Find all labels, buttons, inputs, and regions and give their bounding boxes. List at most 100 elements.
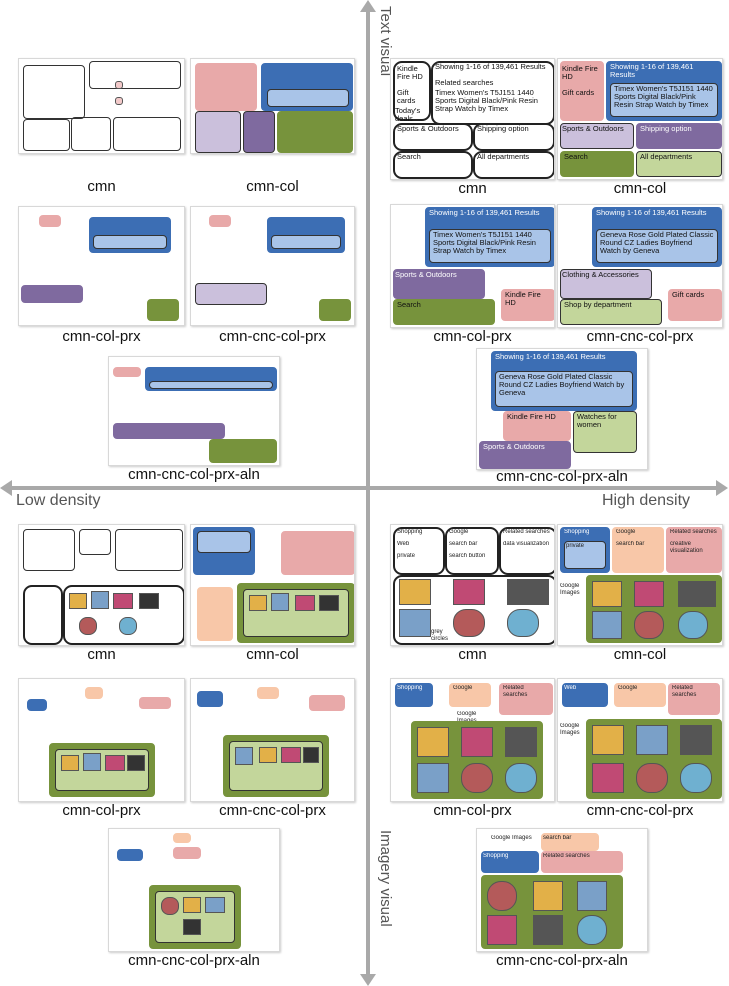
kindle-label: Kindle Fire HD [562, 65, 598, 81]
shopping-label: Shopping [397, 685, 423, 691]
thumbnail [190, 524, 355, 646]
panel-text-high-cmn: Kindle Fire HD Gift cards Today's deals … [390, 58, 555, 198]
panel-text-high-cmn-cnc-col-prx: Showing 1-16 of 139,461 Results Geneva R… [557, 204, 723, 346]
panel-image-high-cmn-cnc-col-prx: Web Google Related searches Google Image… [557, 678, 723, 828]
panel-caption: cmn-cnc-col-prx-aln [128, 466, 260, 483]
thumbnail: Kindle Fire HD Gift cards Showing 1-16 o… [557, 58, 723, 180]
panel-image-high-cmn-cnc-col-prx-aln: Google Images search bar Shopping Relate… [476, 828, 648, 978]
gift-label: Gift cards [397, 89, 416, 105]
todays-label: Today's deals [395, 107, 421, 123]
arrow-left-icon [0, 480, 12, 496]
thumbnail: Kindle Fire HD Gift cards Today's deals … [390, 58, 555, 180]
panel-caption: cmn-col-prx [433, 328, 512, 345]
panel-caption: cmn-cnc-col-prx-aln [128, 952, 260, 969]
panel-text-high-cmn-cnc-col-prx-aln: Showing 1-16 of 139,461 Results Geneva R… [476, 348, 648, 486]
panel-caption: cmn-cnc-col-prx-aln [496, 468, 628, 485]
shopping-label: Shopping [564, 529, 590, 535]
private-label: private [566, 543, 585, 549]
search-bar-label: search bar [543, 835, 572, 841]
panel-caption: cmn-cnc-col-prx [586, 328, 694, 345]
panel-caption: cmn-col-prx [62, 328, 141, 345]
vertical-axis [366, 8, 370, 974]
thumbnail [108, 356, 280, 466]
panel-caption: cmn-cnc-col-prx-aln [496, 952, 628, 969]
panel-text-low-cmn-cnc-col-prx-aln: cmn-cnc-col-prx-aln [108, 356, 280, 484]
axis-label-top: Text visual [377, 6, 394, 77]
shopping-label: Shopping [483, 853, 509, 859]
google-label: Google [449, 529, 469, 535]
creative-vis-label: creative visualization [670, 541, 703, 554]
panel-caption: cmn-col [246, 646, 299, 663]
panel-caption: cmn [458, 646, 487, 663]
thumbnail [190, 206, 355, 326]
google-images-label: Google Images [491, 835, 532, 841]
arrow-right-icon [716, 480, 728, 496]
sports-label: Sports & Outdoors [395, 271, 457, 279]
panel-caption: cmn-col-prx [433, 802, 512, 819]
showing-label: Showing 1-16 of 139,461 Results [435, 63, 546, 71]
search-bar-label: search bar [449, 541, 478, 547]
search-bar-label: search bar [616, 541, 645, 547]
thumbnail: Shopping Web private Google search bar s… [390, 524, 555, 646]
sports-label: Sports & Outdoors [397, 125, 459, 133]
google-images-label: Google Images [560, 583, 580, 596]
thumbnail [18, 678, 185, 802]
private-label: private [397, 553, 416, 559]
thumbnail: Web Google Related searches Google Image… [557, 678, 723, 802]
google-images-label: Google Images [560, 723, 580, 736]
kindle-label: Kindle Fire HD [397, 65, 423, 81]
gift-label: Gift cards [672, 291, 705, 299]
panel-caption: cmn [87, 646, 116, 663]
panel-text-low-cmn-col: cmn-col [190, 58, 355, 198]
web-label: Web [564, 685, 577, 691]
panel-caption: cmn-col [613, 180, 667, 197]
geneva-label: Geneva Rose Gold Plated Classic Round CZ… [600, 231, 714, 255]
thumbnail: Google Images search bar Shopping Relate… [476, 828, 648, 952]
sports-label: Sports & Outdoors [562, 125, 624, 133]
horizontal-axis [10, 486, 718, 490]
panel-caption: cmn-col-prx [62, 802, 141, 819]
showing-label: Showing 1-16 of 139,461 Results [596, 209, 707, 217]
google-label: Google [616, 529, 636, 535]
timex-label: Timex Women's T5J151 1440 Sports Digital… [614, 85, 713, 109]
panel-text-low-cmn: cmn [18, 58, 185, 198]
thumbnail [190, 58, 355, 154]
shipping-label: Shipping option [477, 125, 529, 133]
related-label: Related searches [435, 79, 494, 87]
thumbnail [18, 206, 185, 326]
panel-text-high-cmn-col-prx: Showing 1-16 of 139,461 Results Timex Wo… [390, 204, 555, 346]
panel-caption: cmn-col [613, 646, 667, 663]
related-label: Related searches [503, 529, 550, 535]
related-label: Related searches [672, 685, 697, 698]
search-label: Search [397, 301, 421, 309]
web-label: Web [397, 541, 410, 547]
kindle-label: Kindle Fire HD [507, 413, 556, 421]
axis-label-bottom: Imagery visual [377, 830, 394, 927]
related-label: Related searches [543, 853, 590, 859]
thumbnail [190, 678, 355, 802]
panel-image-low-cmn-cnc-col-prx-aln: cmn-cnc-col-prx-aln [108, 828, 280, 978]
panel-caption: cmn-col [246, 178, 299, 195]
thumbnail [18, 524, 185, 646]
timex-label: Timex Women's T5J151 1440 Sports Digital… [433, 231, 536, 255]
clothing-label: Clothing & Accessories [562, 271, 639, 279]
sports-label: Sports & Outdoors [483, 443, 545, 451]
thumbnail: Showing 1-16 of 139,461 Results Geneva R… [557, 204, 723, 328]
axis-label-right: High density [602, 492, 691, 510]
watches-women-label: Watches for women [577, 413, 617, 429]
panel-image-high-cmn-col-prx: Shopping Google Related searches Google … [390, 678, 555, 828]
google-label: Google [453, 685, 473, 691]
all-dep-label: All departments [477, 153, 530, 161]
panel-image-low-cmn-col: cmn-col [190, 524, 355, 672]
panel-caption: cmn-cnc-col-prx [219, 328, 326, 345]
panel-text-low-cmn-col-prx: cmn-col-prx [18, 206, 185, 346]
thumbnail [108, 828, 280, 952]
search-label: Search [397, 153, 421, 161]
geneva-label: Geneva Rose Gold Plated Classic Round CZ… [499, 373, 625, 397]
grey-circles-label: grey circles [431, 629, 449, 642]
panel-image-high-cmn-col: Shopping private Google search bar Relat… [557, 524, 723, 672]
thumbnail [18, 58, 185, 154]
panel-caption: cmn-cnc-col-prx [219, 802, 326, 819]
search-label: Search [564, 153, 588, 161]
arrow-up-icon [360, 0, 376, 12]
